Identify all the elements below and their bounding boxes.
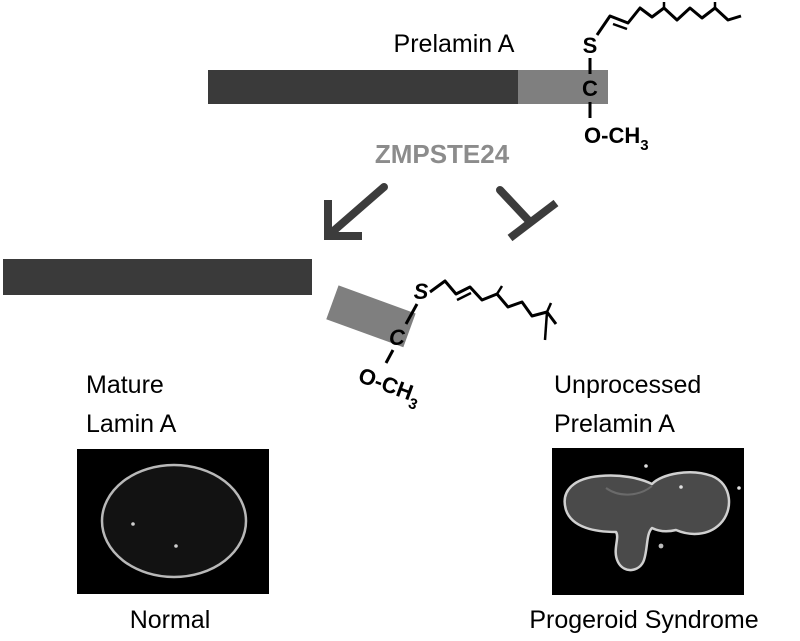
cleaved-double-bond-1	[456, 291, 472, 302]
top-carbon-label: C	[582, 76, 598, 101]
progeroid-syndrome-caption: Progeroid Syndrome	[529, 606, 758, 634]
cleaved-farnesyl-chain	[429, 279, 558, 325]
cleavage-arrow-shaft	[326, 183, 388, 238]
progeroid-nucleus-outline	[563, 471, 731, 572]
mature-lamin-a-title-line2: Lamin A	[86, 410, 177, 438]
mature-lamin-a-title-line1: Mature	[86, 371, 164, 399]
cleaved-methyl-branch-1	[495, 285, 504, 295]
progeroid-speck-1	[644, 464, 648, 468]
progeroid-speck-3	[737, 486, 741, 490]
zmpste24-label: ZMPSTE24	[375, 139, 510, 169]
progeroid-speck-2	[679, 485, 683, 489]
mature-lamin-a-bar	[3, 259, 312, 295]
unprocessed-prelamin-a-title-line1: Unprocessed	[554, 371, 701, 399]
cleaved-fragment	[326, 285, 416, 348]
cleaved-sulfur-label: S	[414, 279, 429, 304]
progeroid-speck-4	[658, 543, 664, 549]
cleaved-carbon-label: C	[389, 325, 406, 350]
prelamin-a-label: Prelamin A	[394, 30, 515, 58]
normal-caption: Normal	[130, 606, 211, 634]
prelamin-a-dark-segment	[208, 70, 520, 104]
cleaved-c-o-bond	[384, 349, 395, 364]
prelamin-a-light-segment	[518, 70, 608, 104]
top-methyl-ester-label: O-CH3	[584, 123, 649, 154]
cleaved-peptide-segment	[326, 285, 416, 348]
cleaved-methyl-branch-2	[545, 302, 553, 313]
top-sulfur-label: S	[583, 33, 598, 58]
cleaved-methyl-ester-label: O-CH3	[353, 362, 424, 413]
cleaved-s-c-bond	[404, 303, 419, 325]
top-farnesyl-chain	[595, 6, 742, 36]
normal-nucleus-speck-2	[174, 544, 178, 548]
normal-nucleus-speck-1	[131, 522, 135, 526]
cleavage-arrow-head	[324, 200, 362, 240]
normal-nucleus-outline	[100, 463, 248, 579]
progeroid-nucleus-fold	[605, 485, 653, 496]
inhibition-symbol-bar	[507, 199, 559, 242]
top-double-bond-1	[612, 22, 628, 31]
unprocessed-prelamin-a-title-line2: Prelamin A	[554, 410, 675, 438]
cleaved-methyl-branch-3	[543, 311, 549, 341]
inhibition-symbol-shaft	[496, 186, 534, 226]
